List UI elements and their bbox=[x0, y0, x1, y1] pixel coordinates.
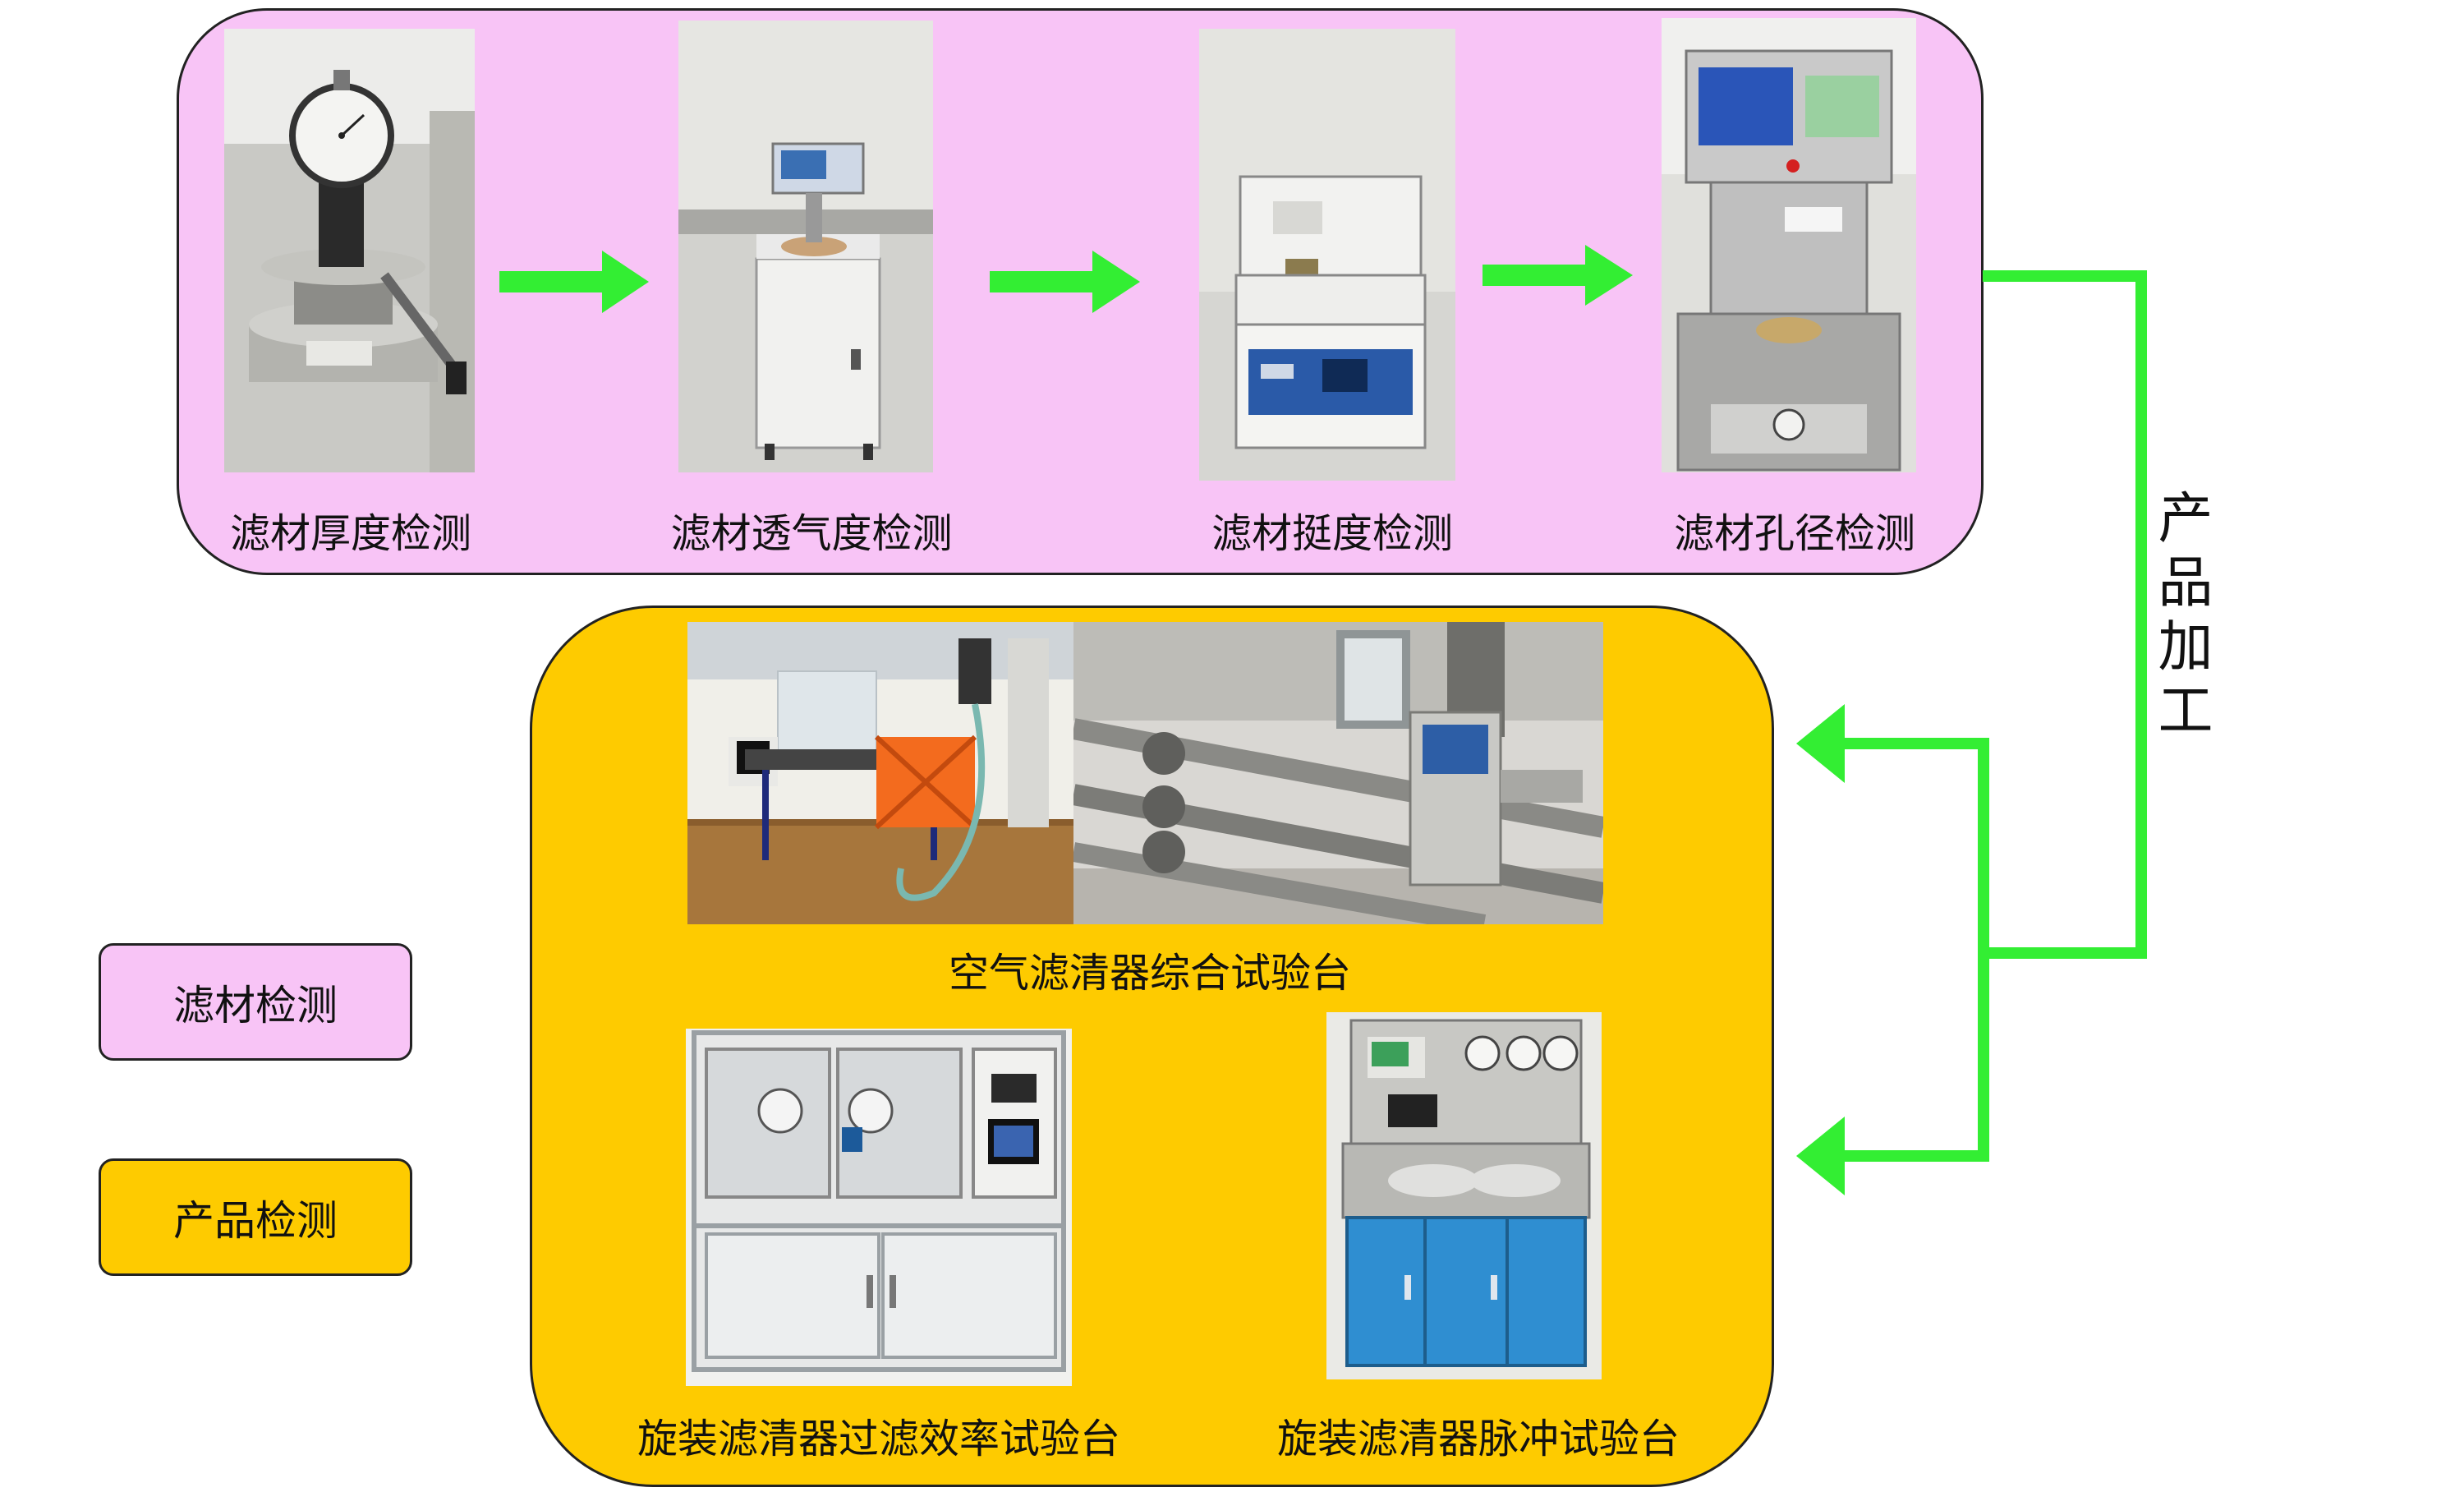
legend-filter-label: 滤材检测 bbox=[173, 981, 338, 1029]
connector-label-text: 产 品 加 工 bbox=[2158, 486, 2213, 743]
legend-product-label: 产品检测 bbox=[173, 1196, 338, 1245]
thickness-gauge-photo bbox=[224, 29, 475, 472]
air-permeability-tester-photo bbox=[678, 21, 933, 472]
arrow-left-icon bbox=[1796, 704, 1845, 783]
legend-filter-testing: 滤材检测 bbox=[99, 943, 412, 1061]
product-label-pulse-bench: 旋装滤清器脉冲试验台 bbox=[1277, 1416, 1680, 1462]
spin-on-pulse-test-bench-photo bbox=[1326, 1012, 1602, 1379]
air-filter-test-bench-photo-right bbox=[1073, 622, 1603, 924]
air-filter-test-bench-photo-left bbox=[687, 622, 1073, 924]
step-label-pore-size: 滤材孔径检测 bbox=[1673, 510, 1915, 557]
pore-size-tester-photo bbox=[1662, 18, 1916, 472]
step-label-permeability: 滤材透气度检测 bbox=[670, 510, 953, 557]
product-label-efficiency-bench: 旋装滤清器过滤效率试验台 bbox=[637, 1416, 1120, 1462]
arrow-left-icon bbox=[1796, 1117, 1845, 1195]
product-label-air-filter-bench: 空气滤清器综合试验台 bbox=[948, 950, 1351, 997]
connector-line bbox=[1840, 738, 1989, 1162]
step-label-stiffness: 滤材挺度检测 bbox=[1211, 510, 1453, 557]
stiffness-tester-photo bbox=[1199, 29, 1455, 481]
spin-on-efficiency-test-bench-photo bbox=[686, 1029, 1072, 1386]
connector-line bbox=[1983, 270, 2147, 959]
step-label-thickness: 滤材厚度检测 bbox=[229, 510, 471, 557]
connector-label-product-processing: 产 品 加 工 bbox=[2157, 486, 2214, 743]
legend-product-testing: 产品检测 bbox=[99, 1158, 412, 1276]
